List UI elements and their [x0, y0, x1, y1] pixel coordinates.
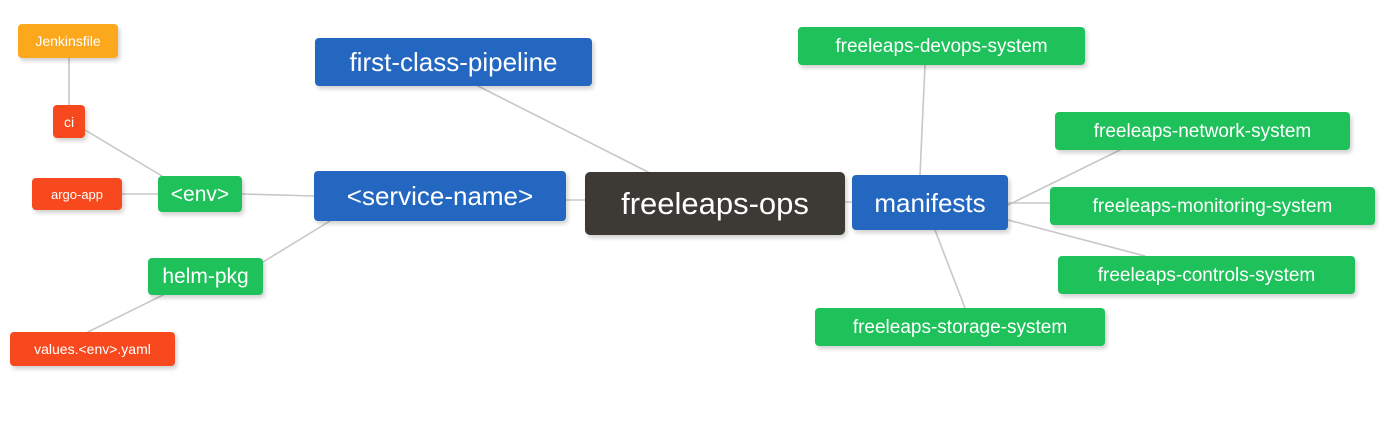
mindmap-node-label: freeleaps-network-system	[1093, 120, 1312, 142]
mindmap-node-label: <env>	[170, 182, 230, 206]
mindmap-node-label: Jenkinsfile	[35, 33, 101, 49]
mindmap-node-values-yaml[interactable]: values.<env>.yaml	[10, 332, 175, 366]
mindmap-node-argo-app[interactable]: argo-app	[32, 178, 122, 210]
edge-manifests-to-freeleaps-devops-system	[919, 64, 926, 176]
edge-first-class-pipeline-to-freeleaps-ops	[477, 85, 649, 173]
mindmap-node-first-class-pipeline[interactable]: first-class-pipeline	[315, 38, 592, 86]
mindmap-node-label: values.<env>.yaml	[34, 341, 151, 357]
mindmap-node-label: freeleaps-controls-system	[1097, 264, 1316, 286]
edge-helm-pkg-to-values-yaml	[87, 294, 164, 333]
mindmap-node-label: ci	[63, 113, 75, 130]
mindmap-node-label: manifests	[874, 187, 986, 218]
mindmap-node-label: <service-name>	[346, 181, 534, 211]
edge-ci-to-env	[84, 129, 163, 177]
mindmap-node-manifests[interactable]: manifests	[852, 175, 1008, 230]
mindmap-node-label: freeleaps-monitoring-system	[1092, 195, 1333, 217]
mindmap-node-label: freeleaps-devops-system	[835, 35, 1048, 57]
mindmap-node-label: argo-app	[50, 186, 104, 202]
mindmap-node-env[interactable]: <env>	[158, 176, 242, 212]
mindmap-node-label: helm-pkg	[162, 265, 249, 288]
mindmap-node-freeleaps-storage-system[interactable]: freeleaps-storage-system	[815, 308, 1105, 346]
mindmap-node-jenkinsfile[interactable]: Jenkinsfile	[18, 24, 118, 58]
mindmap-node-freeleaps-devops-system[interactable]: freeleaps-devops-system	[798, 27, 1085, 65]
edge-service-name-to-helm-pkg	[262, 220, 331, 263]
mindmap-node-helm-pkg[interactable]: helm-pkg	[148, 258, 263, 295]
mindmap-node-freeleaps-network-system[interactable]: freeleaps-network-system	[1055, 112, 1350, 150]
mindmap-node-label: freeleaps-storage-system	[852, 316, 1068, 338]
mindmap-node-label: first-class-pipeline	[349, 47, 558, 77]
mindmap-node-service-name[interactable]: <service-name>	[314, 171, 566, 221]
edge-manifests-to-freeleaps-controls-system	[1007, 219, 1146, 257]
edge-manifests-to-freeleaps-storage-system	[934, 229, 966, 309]
mindmap-node-freeleaps-controls-system[interactable]: freeleaps-controls-system	[1058, 256, 1355, 294]
mindmap-node-freeleaps-ops[interactable]: freeleaps-ops	[585, 172, 845, 235]
edge-env-to-service-name	[241, 193, 315, 197]
mindmap-node-freeleaps-monitoring-system[interactable]: freeleaps-monitoring-system	[1050, 187, 1375, 225]
mindmap-node-ci[interactable]: ci	[53, 105, 85, 138]
mindmap-node-label: freeleaps-ops	[621, 186, 809, 221]
